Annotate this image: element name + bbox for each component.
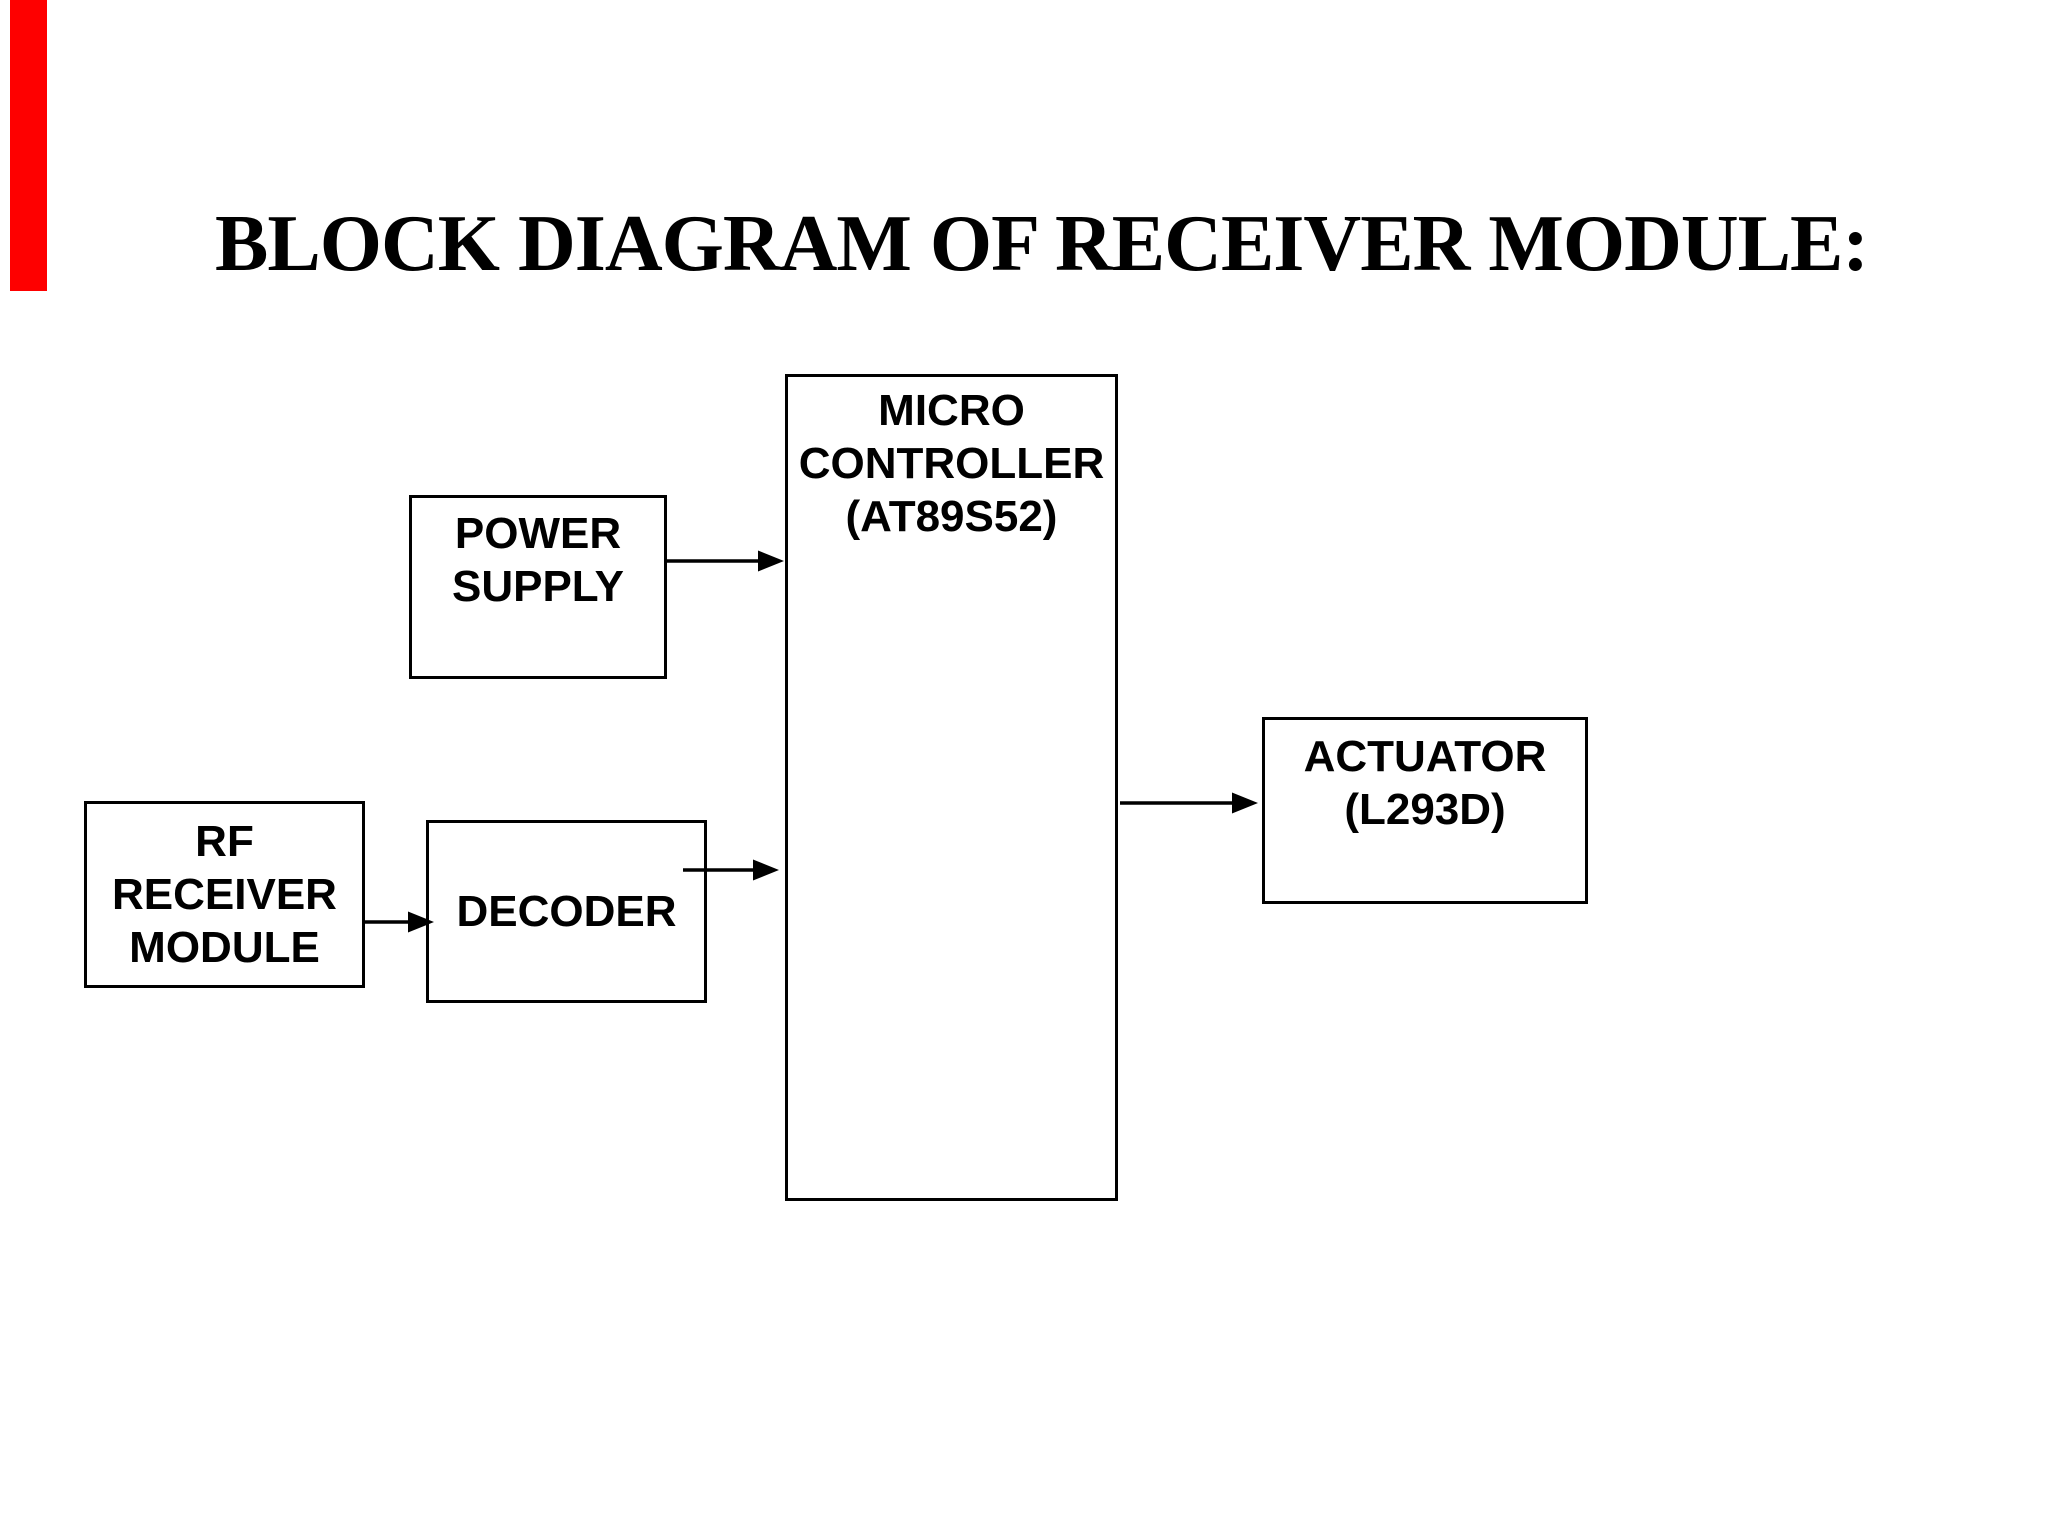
arrow-power-supply-to-micro-controller bbox=[667, 550, 784, 572]
decoder-box: DECODER bbox=[426, 820, 707, 1003]
micro-controller-box: MICRO CONTROLLER (AT89S52) bbox=[785, 374, 1118, 1201]
power-supply-box: POWER SUPPLY bbox=[409, 495, 667, 679]
rf-receiver-label-line2: RECEIVER bbox=[112, 870, 337, 919]
arrow-rf-receiver-to-decoder bbox=[365, 911, 434, 933]
arrowhead-icon bbox=[758, 550, 784, 572]
arrowhead-icon bbox=[753, 859, 779, 881]
rf-receiver-label-line3: MODULE bbox=[129, 923, 320, 972]
power-supply-label-line2: SUPPLY bbox=[451, 562, 624, 611]
page-title: BLOCK DIAGRAM OF RECEIVER MODULE: bbox=[215, 199, 1869, 288]
arrow-micro-controller-to-actuator bbox=[1120, 792, 1258, 814]
actuator-label-line2: (L293D) bbox=[1344, 785, 1506, 834]
arrowhead-icon bbox=[1232, 792, 1258, 814]
rf-receiver-module-box: RF RECEIVER MODULE bbox=[84, 801, 365, 988]
red-accent-bar bbox=[10, 0, 47, 291]
rf-receiver-label-line1: RF bbox=[195, 817, 254, 866]
actuator-box: ACTUATOR (L293D) bbox=[1262, 717, 1588, 904]
decoder-label: DECODER bbox=[456, 887, 677, 936]
micro-controller-label-line2: CONTROLLER bbox=[798, 439, 1105, 488]
power-supply-label-line1: POWER bbox=[454, 509, 622, 558]
actuator-label-line1: ACTUATOR bbox=[1303, 732, 1547, 781]
micro-controller-label-line1: MICRO bbox=[878, 386, 1025, 435]
micro-controller-label-line3: (AT89S52) bbox=[845, 492, 1058, 541]
